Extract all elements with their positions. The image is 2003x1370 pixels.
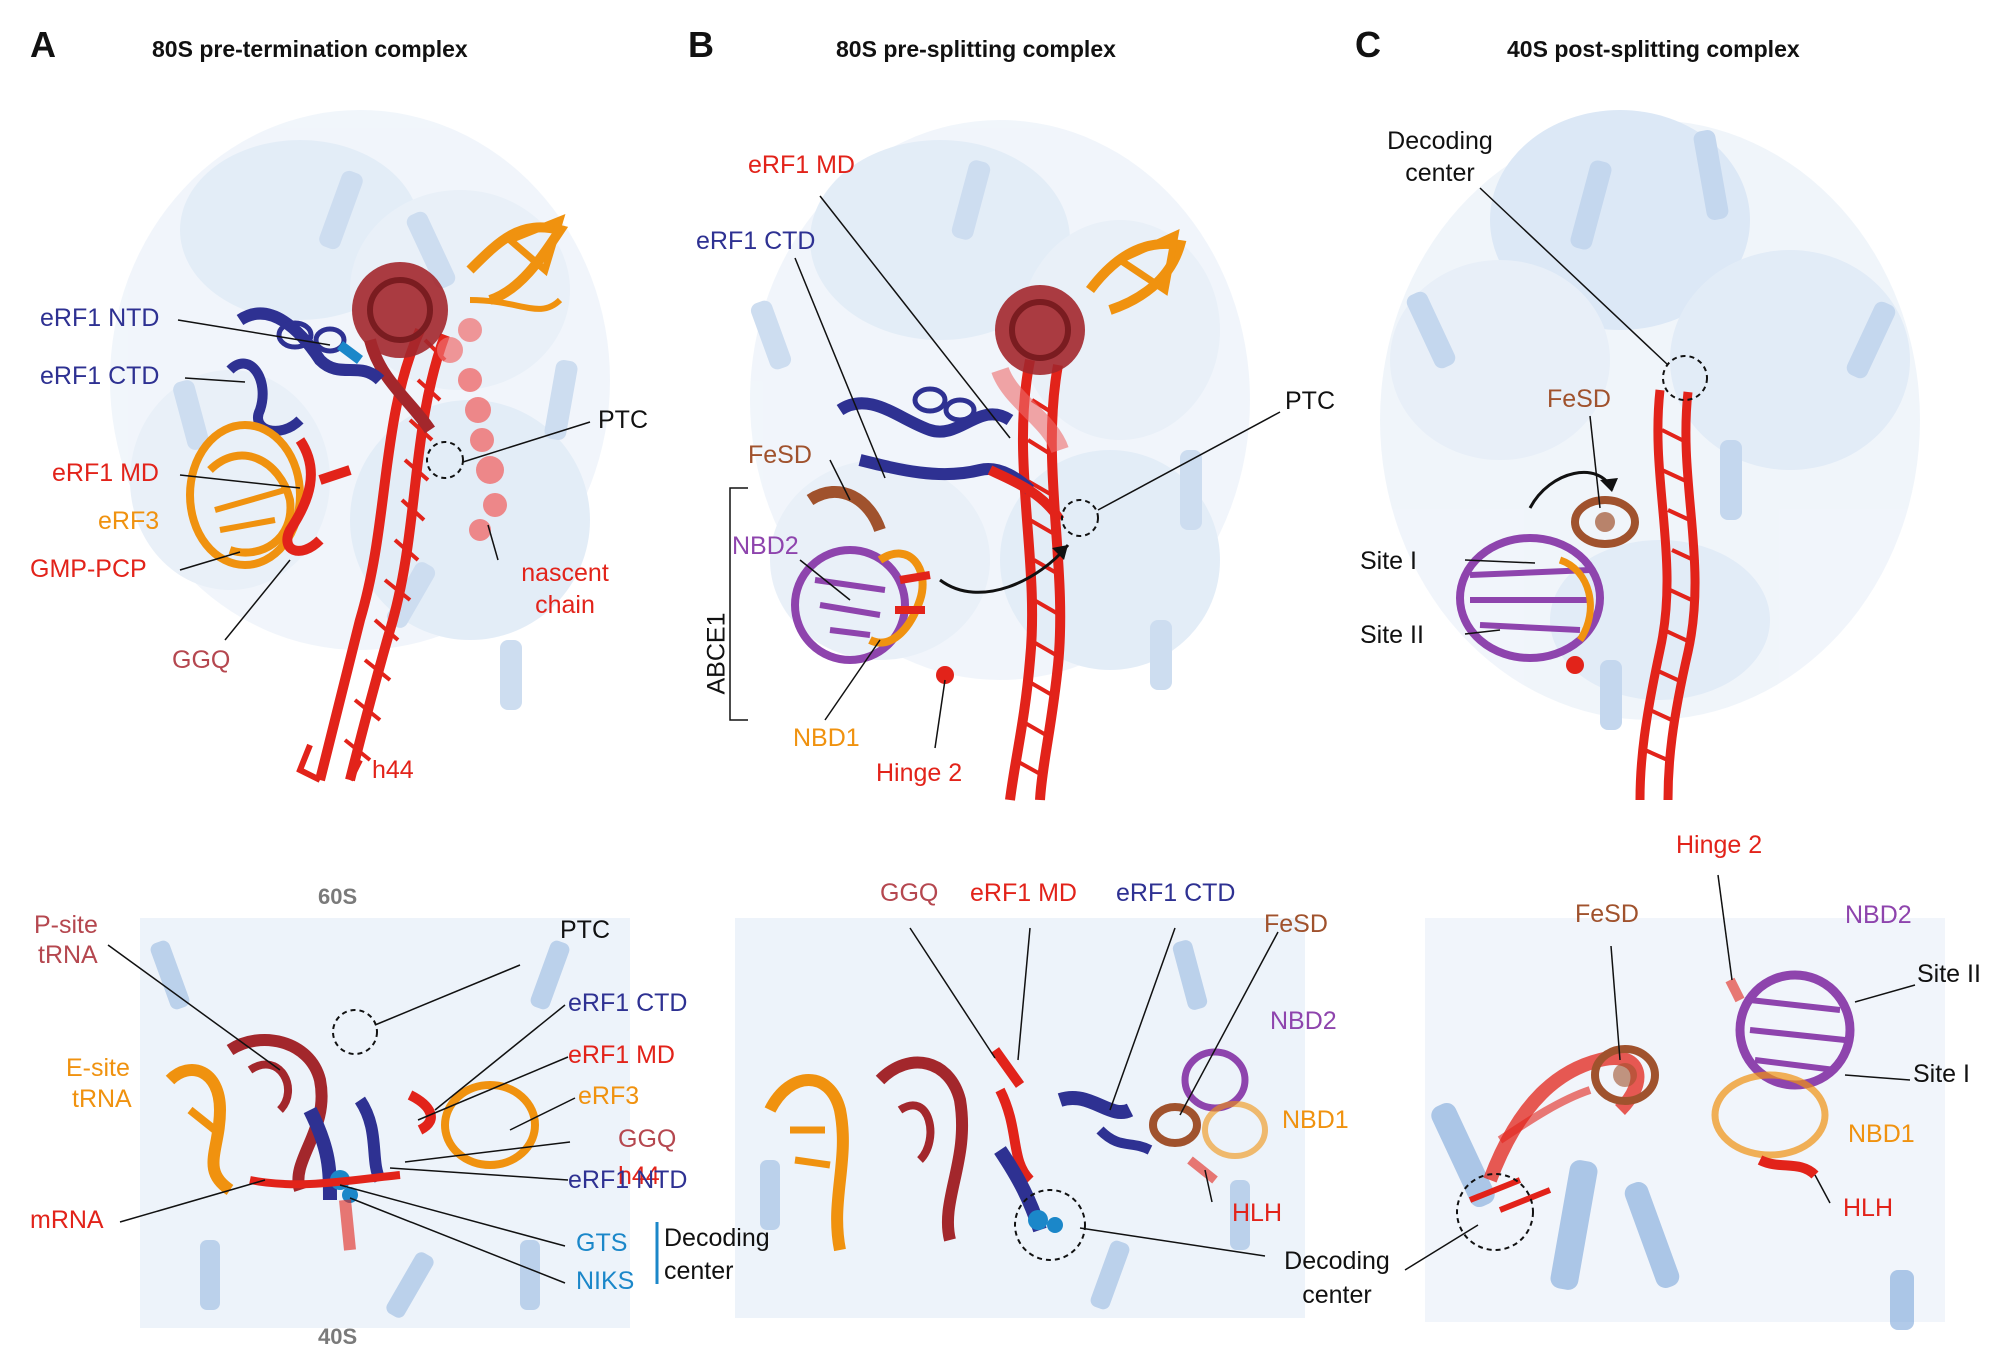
- label-nbd2-c-bottom: NBD2: [1845, 901, 1912, 929]
- panel-b-top-structure: [729, 120, 1281, 801]
- panel-b-letter: B: [688, 24, 714, 65]
- panel-b-bottom-leaders: [909, 927, 1279, 1257]
- trna-orange-b: [1086, 229, 1187, 315]
- panel-a-bottom-leaders: [107, 944, 576, 1284]
- panel-c-bottom-leaders: [1404, 874, 1916, 1271]
- label-niks: NIKS: [576, 1267, 635, 1295]
- panel-a-top-structure: [110, 110, 610, 783]
- label-erf1-ctd-bottom: eRF1 CTD: [568, 989, 688, 1017]
- label-erf1-ntd-bottom: eRF1 NTD: [568, 1166, 688, 1194]
- label-erf3-bottom: eRF3: [578, 1082, 640, 1110]
- label-ptc-b: PTC: [1285, 387, 1335, 415]
- label-fesd-c-bottom: FeSD: [1575, 900, 1639, 928]
- trna-orange: [466, 214, 569, 312]
- nascent-chain: [437, 318, 507, 541]
- abce1-protein-c: [1456, 496, 1639, 674]
- label-site2-c: Site II: [1360, 621, 1424, 649]
- label-40s: 40S: [318, 1324, 358, 1349]
- label-nbd1-b-bottom: NBD1: [1282, 1106, 1349, 1134]
- label-ggq-bottom: GGQ: [618, 1125, 677, 1153]
- label-psite-trna-line2: tRNA: [38, 941, 98, 969]
- panel-b-title: 80S pre-splitting complex: [836, 36, 1116, 62]
- label-h44: h44: [372, 756, 414, 784]
- panel-a-letter: A: [30, 24, 56, 65]
- movement-arrowhead-b: [1052, 545, 1068, 560]
- label-erf1-md-b-bottom: eRF1 MD: [970, 879, 1077, 907]
- h44-rrna-helix-c: [1635, 389, 1700, 801]
- label-h44-bottom: h44: [618, 1162, 660, 1190]
- label-nbd1-b: NBD1: [793, 724, 860, 752]
- abce1-protein: [791, 485, 954, 684]
- panel-c-top-structure: [1380, 110, 1920, 801]
- ribosome-40s-background: [1380, 110, 1920, 730]
- label-nbd2-b: NBD2: [732, 532, 799, 560]
- label-erf1-md-bottom: eRF1 MD: [568, 1041, 675, 1069]
- movement-arrowhead-c: [1600, 478, 1618, 492]
- decoding-center-circle-c-bottom: [1456, 1173, 1534, 1251]
- label-nascent-chain-line2: chain: [535, 591, 595, 619]
- label-decoding-center-b-line1: Decoding: [1284, 1247, 1390, 1275]
- panel-b-bottom-structure: [735, 918, 1305, 1318]
- abce1-bracket: [729, 487, 748, 721]
- label-erf1-md-b: eRF1 MD: [748, 151, 855, 179]
- label-fesd-c: FeSD: [1547, 385, 1611, 413]
- label-site1-c-bottom: Site I: [1913, 1060, 1970, 1088]
- movement-arrow-b: [939, 544, 1070, 594]
- panel-c-title: 40S post-splitting complex: [1507, 36, 1800, 62]
- label-erf1-md: eRF1 MD: [52, 459, 159, 487]
- label-hlh-c-bottom: HLH: [1843, 1194, 1894, 1222]
- label-nbd1-c-bottom: NBD1: [1848, 1120, 1915, 1148]
- panel-a-top-leaders: [177, 319, 591, 641]
- trna-dark-red-b: [991, 285, 1085, 454]
- panel-b-top-leaders: [794, 195, 1281, 749]
- label-mrna: mRNA: [30, 1206, 104, 1234]
- panel-a-title: 80S pre-termination complex: [152, 36, 468, 62]
- label-ggq-b-bottom: GGQ: [880, 879, 939, 907]
- label-hlh-b-bottom: HLH: [1232, 1199, 1283, 1227]
- trna-dark-red: [352, 262, 448, 434]
- label-esite-trna-line2: tRNA: [72, 1085, 132, 1113]
- label-site2-c-bottom: Site II: [1917, 960, 1981, 988]
- erf1-md-protein: [282, 437, 352, 556]
- label-erf1-ctd-b: eRF1 CTD: [696, 227, 816, 255]
- h44-rrna-helix: [296, 327, 450, 783]
- ptc-circle: [426, 441, 464, 479]
- label-esite-trna-line1: E-site: [66, 1054, 130, 1082]
- label-decoding-center-a-line1: Decoding: [664, 1224, 770, 1252]
- label-fesd-b-bottom: FeSD: [1264, 910, 1328, 938]
- label-decoding-center-b-line2: center: [1302, 1281, 1372, 1309]
- panel-c-bottom-structure: [1404, 874, 1945, 1330]
- erf3-protein: [186, 421, 304, 569]
- label-decoding-center-c-line1: Decoding: [1387, 127, 1493, 155]
- label-gmp-pcp: GMP-PCP: [30, 555, 147, 583]
- label-site1-c: Site I: [1360, 547, 1417, 575]
- ptc-circle-b: [1061, 499, 1099, 537]
- label-ptc: PTC: [598, 406, 648, 434]
- panel-a-bottom-structure: [107, 918, 659, 1328]
- label-60s: 60S: [318, 884, 358, 909]
- label-erf1-ctd-b-bottom: eRF1 CTD: [1116, 879, 1236, 907]
- panel-c-top-leaders: [1464, 187, 1669, 635]
- label-erf1-ctd: eRF1 CTD: [40, 362, 160, 390]
- label-nascent-chain-line1: nascent: [521, 559, 609, 587]
- label-ptc-bottom: PTC: [560, 916, 610, 944]
- decoding-center-circle-b: [1014, 1189, 1086, 1261]
- label-hinge2-c-bottom: Hinge 2: [1676, 831, 1763, 859]
- label-nbd2-b-bottom: NBD2: [1270, 1007, 1337, 1035]
- label-abce1: ABCE1: [702, 612, 731, 695]
- label-erf3: eRF3: [98, 507, 160, 535]
- label-gts: GTS: [576, 1229, 628, 1257]
- decoding-center-circle-c: [1662, 355, 1708, 401]
- label-decoding-center-a-line2: center: [664, 1257, 734, 1285]
- panel-c-letter: C: [1355, 24, 1381, 65]
- erf1-protein-b: [836, 386, 1065, 523]
- label-decoding-center-c-line2: center: [1405, 159, 1475, 187]
- erf1-protein: [226, 307, 385, 436]
- label-erf1-ntd: eRF1 NTD: [40, 304, 160, 332]
- label-fesd-b: FeSD: [748, 441, 812, 469]
- label-psite-trna-line1: P-site: [34, 911, 98, 939]
- label-hinge2-b: Hinge 2: [876, 759, 963, 787]
- label-ggq: GGQ: [172, 646, 231, 674]
